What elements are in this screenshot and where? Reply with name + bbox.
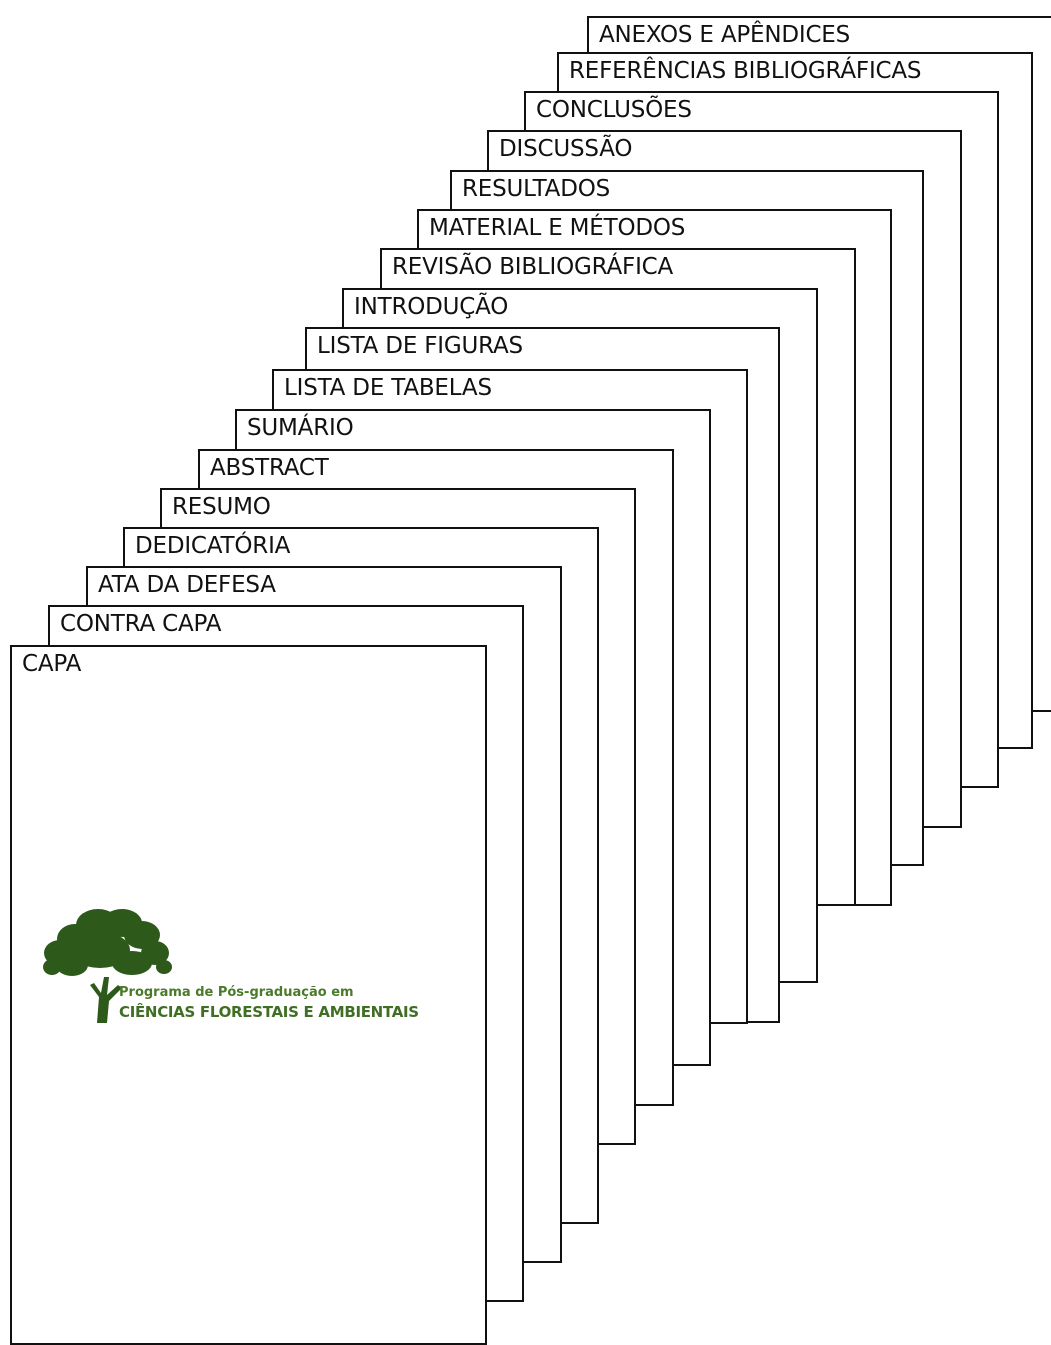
program-logo: Programa de Pós-graduação em CIÊNCIAS FL… <box>40 905 460 1030</box>
page-label: RESUMO <box>172 494 271 520</box>
page-capa: CAPA <box>10 645 487 1345</box>
page-label: CONCLUSÕES <box>536 97 692 123</box>
page-label: INTRODUÇÃO <box>354 294 509 320</box>
page-label: ABSTRACT <box>210 455 329 481</box>
tree-icon <box>43 909 172 1023</box>
page-label: LISTA DE TABELAS <box>284 375 492 401</box>
page-label: MATERIAL E MÉTODOS <box>429 215 686 241</box>
page-label: DISCUSSÃO <box>499 136 633 162</box>
page-label: ATA DA DEFESA <box>98 572 276 598</box>
page-label: CAPA <box>22 651 82 677</box>
page-label: SUMÁRIO <box>247 415 354 441</box>
page-label: CONTRA CAPA <box>60 611 222 637</box>
page-label: ANEXOS E APÊNDICES <box>599 22 851 48</box>
page-label: DEDICATÓRIA <box>135 533 291 559</box>
logo-title: CIÊNCIAS FLORESTAIS E AMBIENTAIS <box>119 1003 419 1021</box>
logo-subtitle: Programa de Pós-graduação em <box>119 985 354 1000</box>
page-label: RESULTADOS <box>462 176 611 202</box>
page-label: LISTA DE FIGURAS <box>317 333 523 359</box>
page-label: REFERÊNCIAS BIBLIOGRÁFICAS <box>569 58 922 84</box>
page-label: REVISÃO BIBLIOGRÁFICA <box>392 254 674 280</box>
